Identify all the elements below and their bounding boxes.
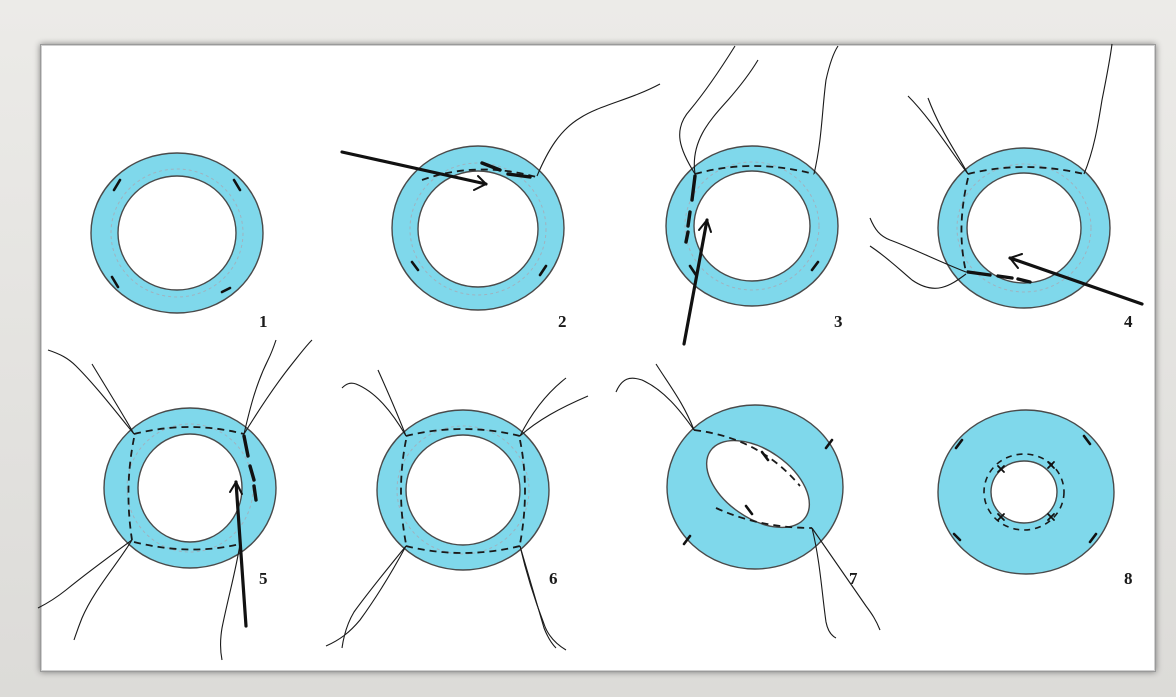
vessel-lumen-4 (967, 173, 1081, 283)
step-4: 4 (870, 44, 1142, 331)
step-label-8: 8 (1124, 569, 1133, 588)
step-1: 1 (91, 153, 268, 331)
vessel-lumen-3 (694, 171, 810, 281)
step-label-3: 3 (834, 312, 843, 331)
step-label-6: 6 (549, 569, 558, 588)
step-7: 7 (616, 364, 880, 638)
step-label-2: 2 (558, 312, 567, 331)
vessel-lumen-5 (138, 434, 242, 542)
step-label-1: 1 (259, 312, 268, 331)
step-label-5: 5 (259, 569, 268, 588)
vessel-lumen-6 (406, 435, 520, 545)
vessel-lumen-1 (118, 176, 236, 290)
step-3: 3 (666, 46, 843, 344)
step-8: 8 (938, 410, 1133, 588)
step-2: 2 (342, 84, 660, 331)
step-5: 5 (38, 340, 312, 660)
step-6: 6 (326, 370, 588, 650)
step-label-4: 4 (1124, 312, 1133, 331)
step-label-7: 7 (849, 569, 858, 588)
